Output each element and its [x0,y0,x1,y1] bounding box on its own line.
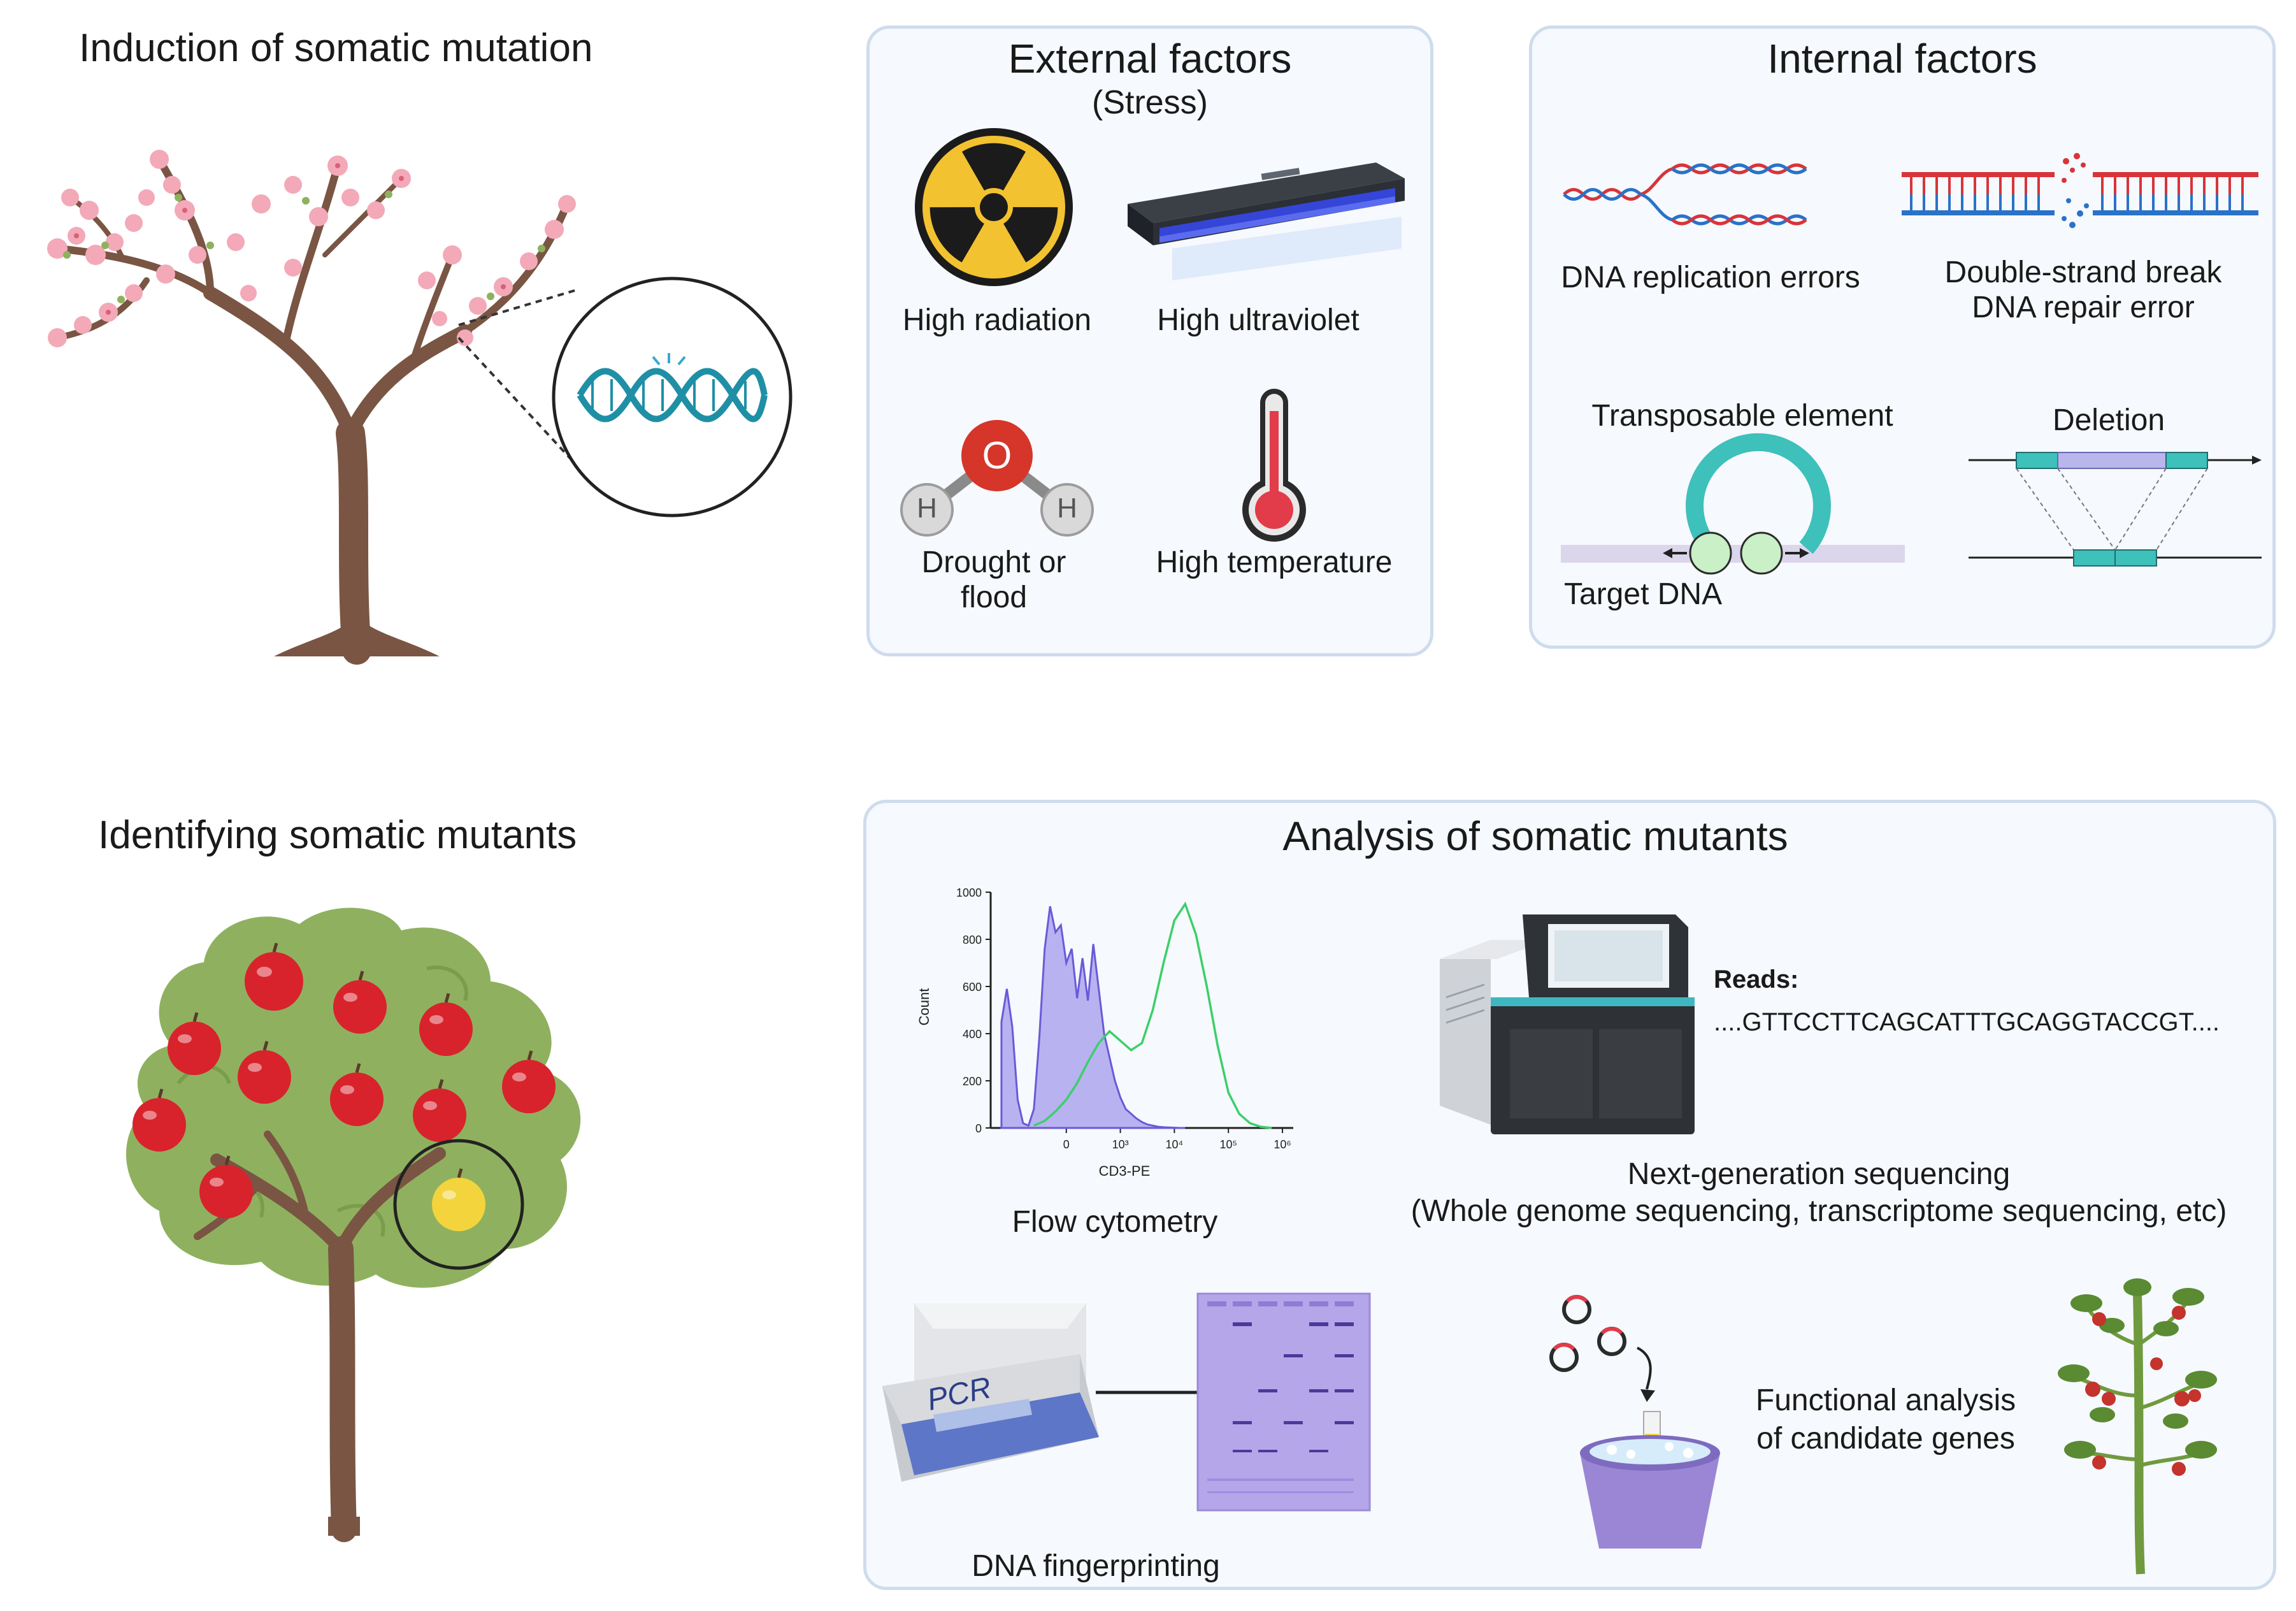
high-temperature-label: High temperature [1156,545,1393,579]
transposable-element-icon [1561,433,1905,575]
apple-tree-illustration [126,907,581,1542]
y-tick-label: 0 [975,1122,982,1135]
reads-label: Reads: [1714,965,1799,993]
analysis-title: Analysis of somatic mutants [1282,813,1788,859]
flow-cytometry-chart: Count CD3-PE 0 200 400 600 800 1000 0 10³ 10⁴ 10⁵… [916,886,1293,1179]
series-2-line [1033,901,1272,1129]
functional-analysis-line2: of candidate genes [1756,1422,2015,1456]
reads-sequence: ....GTTCCTTCAGCATTTGCAGGTACCGT.... [1714,1008,2220,1036]
drought-flood-label: Drought or flood [921,545,1066,615]
x-tick-label: 10³ [1112,1138,1129,1151]
external-factors-title: External factors [1008,36,1292,82]
high-radiation-label: High radiation [902,303,1092,337]
x-tick-label: 0 [1063,1138,1070,1151]
double-strand-break-icon [1902,153,2258,228]
thermometer-icon [1242,389,1306,542]
pcr-machine-icon [882,1303,1099,1482]
y-tick-label: 400 [963,1028,982,1041]
functional-analysis-line1: Functional analysis [1755,1383,2016,1417]
x-tick-label: 10⁴ [1166,1138,1184,1151]
y-tick-label: 200 [963,1075,982,1088]
x-tick-label: 10⁶ [1274,1138,1291,1151]
series-1-area [1000,906,1186,1129]
deletion-diagram-icon [1969,452,2262,567]
y-tick-label: 600 [963,981,982,993]
hydrogen-atom-label-right: H [1057,493,1077,524]
transposable-element-label: Transposable element [1591,399,1893,433]
y-axis-label: Count [916,988,932,1026]
plasmid-transformation-icon [1549,1295,1720,1549]
deletion-label: Deletion [2052,403,2165,437]
x-axis-label: CD3-PE [1099,1163,1151,1179]
ngs-subtitle: (Whole genome sequencing, transcriptome … [1410,1194,2227,1228]
hydrogen-atom-label-left: H [917,493,937,524]
external-factors-subtitle: (Stress) [1092,84,1208,121]
x-tick-label: 10⁵ [1219,1138,1237,1151]
double-strand-break-label: Double-strand break DNA repair error [1944,256,2222,325]
dna-replication-errors-label: DNA replication errors [1561,261,1860,294]
ngs-title: Next-generation sequencing [1627,1157,2011,1191]
flow-cytometry-label: Flow cytometry [1012,1205,1218,1239]
tomato-plant-icon [2058,1278,2217,1575]
gel-electrophoresis-icon [1196,1292,1371,1512]
oxygen-atom-label: O [982,434,1012,477]
radiation-icon [915,128,1073,286]
target-dna-label: Target DNA [1564,577,1723,611]
internal-factors-title: Internal factors [1767,36,2037,82]
identifying-title: Identifying somatic mutants [98,813,577,857]
water-molecule-icon [900,420,1094,537]
sequencer-machine-icon [1440,914,1695,1134]
replication-fork-icon [1563,163,1807,226]
uv-lamp-icon [1128,163,1405,280]
y-tick-label: 1000 [956,886,982,899]
high-ultraviolet-label: High ultraviolet [1157,303,1360,337]
external-factors-panel [866,25,1433,656]
dna-helix-icon [577,353,768,423]
induction-title: Induction of somatic mutation [79,26,593,70]
blossom-tree-illustration [47,150,576,665]
y-tick-label: 800 [963,934,982,946]
dna-fingerprinting-label: DNA fingerprinting [972,1549,1220,1583]
